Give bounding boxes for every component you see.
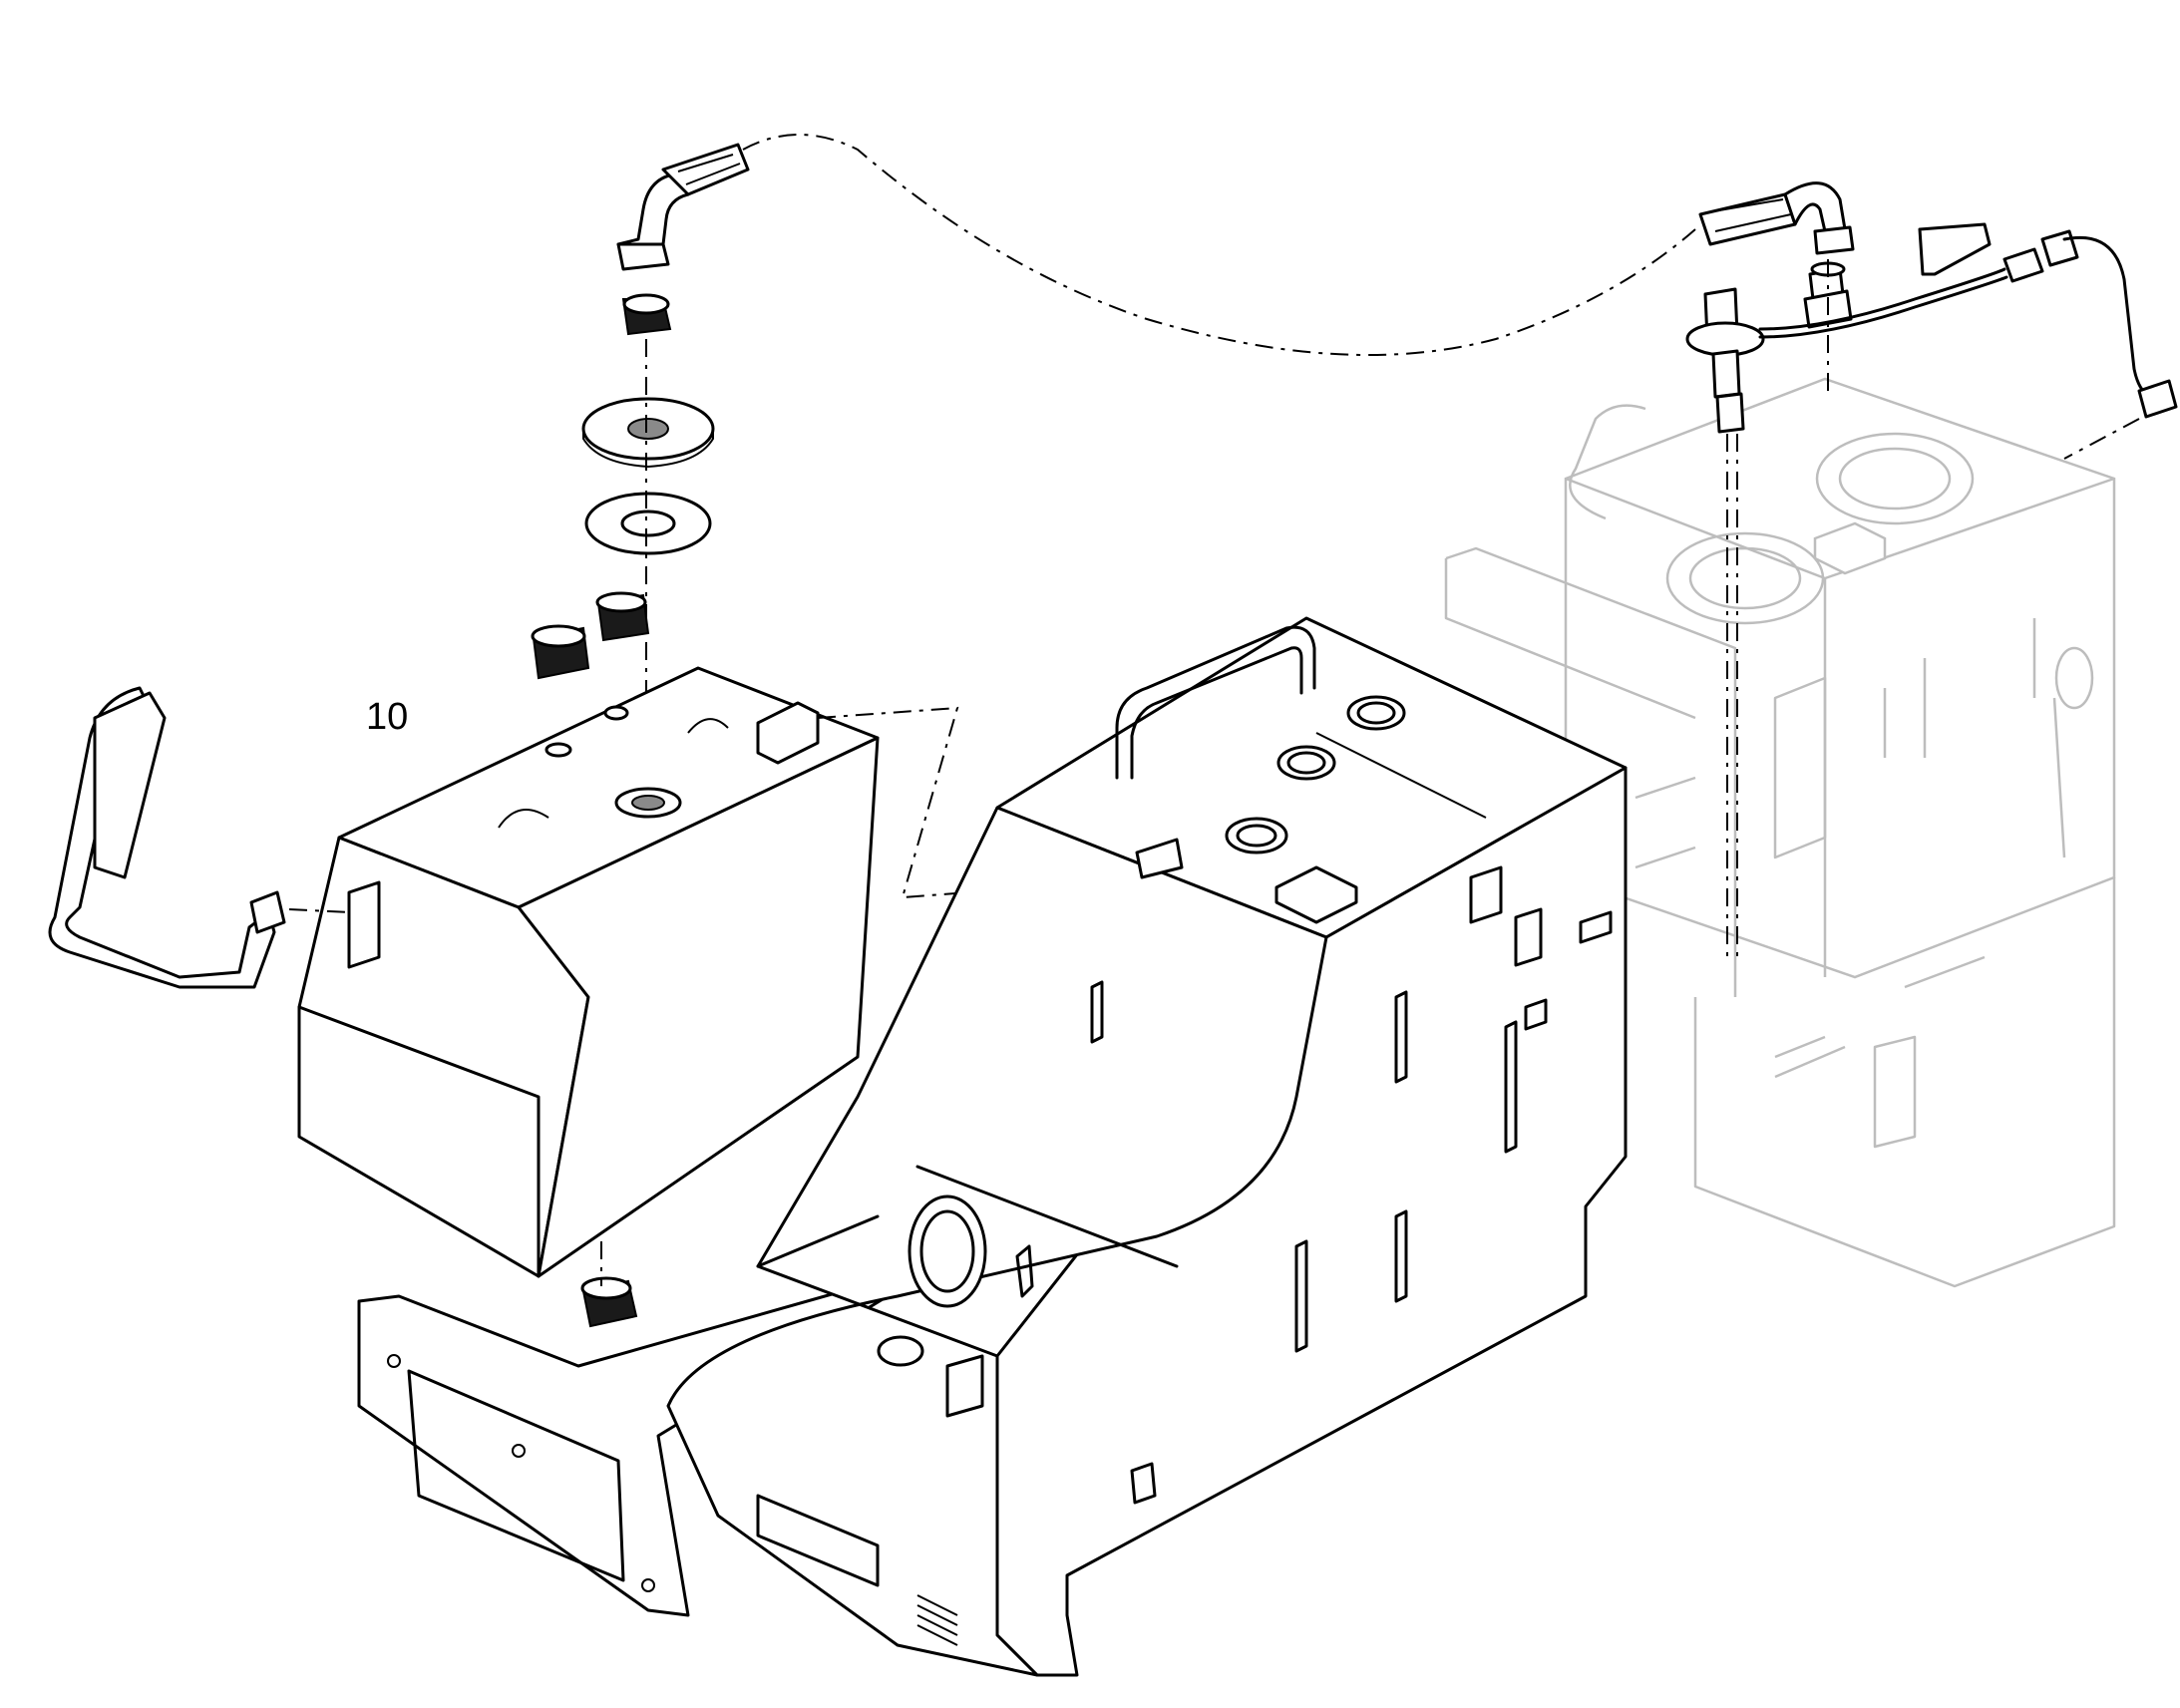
fuel-level-sender [48,686,286,989]
flange-left [581,397,715,469]
fitting-left [621,293,672,336]
main-frame [666,616,1628,1677]
sensor-bracket [1918,222,1992,276]
assembly-line-hose [742,134,1696,356]
filler-cap-1 [531,624,590,680]
ghost-frame-assembly [1444,377,2116,1288]
hose-elbow-right [1698,181,1855,255]
hose-elbow-left [616,143,750,271]
level-sensor-right [1685,267,2008,957]
harness-connectors [2002,229,2178,419]
assembly-line-harness [2063,418,2140,460]
drain-plug [580,1276,638,1328]
assembly-line-sender [288,908,350,913]
callout-label-10: 10 [366,696,408,738]
filler-cap-2 [595,591,650,642]
fuel-tank [297,666,880,1278]
gasket-left [584,492,712,555]
